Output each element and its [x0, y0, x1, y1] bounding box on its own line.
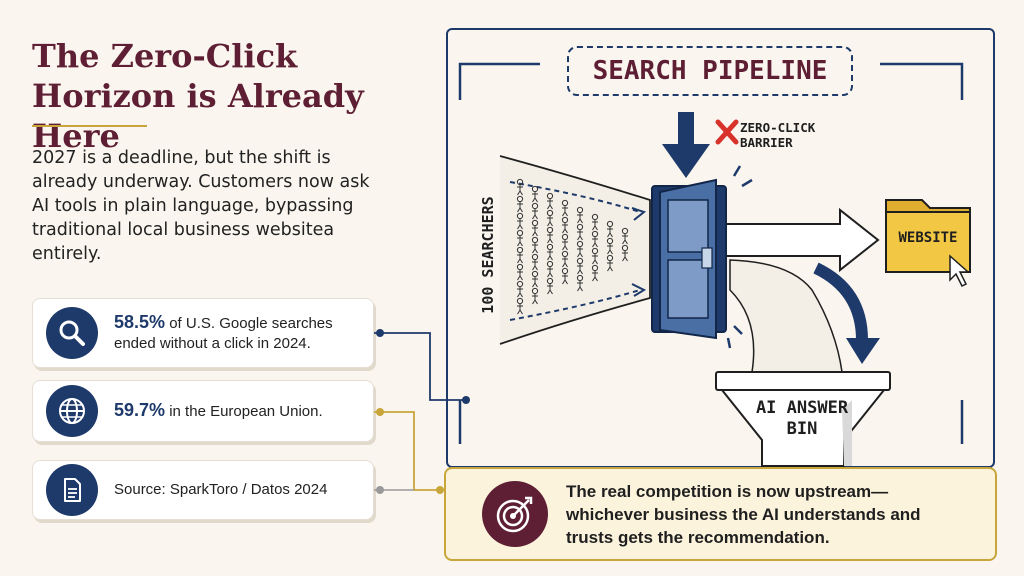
person-figure [531, 236, 539, 254]
person-figure [576, 274, 584, 292]
person-figure [621, 244, 629, 262]
person-figure [561, 233, 569, 251]
title-divider [32, 125, 147, 127]
person-figure [546, 192, 554, 210]
person-figure [546, 226, 554, 244]
person-figure [606, 254, 614, 272]
search-icon [46, 307, 98, 359]
stat-value-eu: 59.7% [114, 400, 166, 420]
person-figure [516, 280, 524, 298]
person-figure [621, 227, 629, 245]
person-figure [591, 247, 599, 265]
searcher-funnel [499, 155, 651, 345]
stat-value-us: 58.5% [114, 312, 166, 332]
stat-card-source: Source: SparkToro / Datos 2024 [32, 460, 374, 520]
person-figure [531, 253, 539, 271]
person-figure [516, 229, 524, 247]
stat-card-us: 58.5% of U.S. Google searches ended with… [32, 298, 374, 368]
document-icon [46, 464, 98, 516]
person-figure [531, 219, 539, 237]
target-icon [482, 481, 548, 547]
person-figure [576, 257, 584, 275]
cursor-icon [949, 254, 970, 288]
person-figure [546, 209, 554, 227]
stat-text-us: 58.5% of U.S. Google searches ended with… [114, 312, 373, 354]
person-figure [531, 270, 539, 288]
website-label: WEBSITE [898, 230, 958, 246]
person-figure [516, 178, 524, 196]
person-figure [561, 250, 569, 268]
person-figure [531, 202, 539, 220]
globe-icon [46, 385, 98, 437]
person-figure [561, 267, 569, 285]
person-figure [531, 287, 539, 305]
intro-paragraph: 2027 is a deadline, but the shift is alr… [32, 148, 370, 264]
searchers-label: 100 SEARCHERS [479, 196, 497, 314]
connector-lines [374, 329, 470, 494]
ai-stream [729, 259, 880, 373]
person-figure [576, 223, 584, 241]
ai-bin-icon [715, 371, 891, 467]
stat-card-eu: 59.7% in the European Union. [32, 380, 374, 442]
person-figure [546, 277, 554, 295]
person-figure [576, 240, 584, 258]
person-figure [516, 246, 524, 264]
callout-text: The real competition is now upstream—whi… [566, 481, 921, 547]
page-title: The Zero-Click Horizon is Already Here [32, 37, 364, 155]
person-figure [606, 237, 614, 255]
person-figure [561, 199, 569, 217]
person-figure [576, 206, 584, 224]
person-figure [516, 195, 524, 213]
person-figure [591, 264, 599, 282]
red-x-icon [715, 119, 739, 145]
source-text: Source: SparkToro / Datos 2024 [114, 481, 328, 498]
entry-arrow-icon [662, 112, 710, 178]
person-figure [516, 297, 524, 315]
pipeline-title: SEARCH PIPELINE [567, 46, 853, 96]
person-figure [591, 230, 599, 248]
person-figure [606, 220, 614, 238]
person-figure [546, 260, 554, 278]
person-figure [531, 185, 539, 203]
person-figure [561, 216, 569, 234]
website-arrow [725, 207, 880, 273]
recommendation-callout: The real competition is now upstream—whi… [444, 467, 997, 561]
barrier-label: ZERO-CLICK BARRIER [740, 120, 816, 150]
stat-description-eu: in the European Union. [169, 403, 323, 420]
stat-text-eu: 59.7% in the European Union. [114, 400, 323, 422]
door-icon [651, 165, 753, 349]
person-figure [516, 263, 524, 281]
person-figure [546, 243, 554, 261]
ai-bin-label: AI ANSWER BIN [755, 398, 849, 439]
stat-description-us: of U.S. Google searches ended without a … [114, 315, 333, 352]
person-figure [591, 213, 599, 231]
person-figure [516, 212, 524, 230]
frame-corner-marks [458, 62, 964, 444]
